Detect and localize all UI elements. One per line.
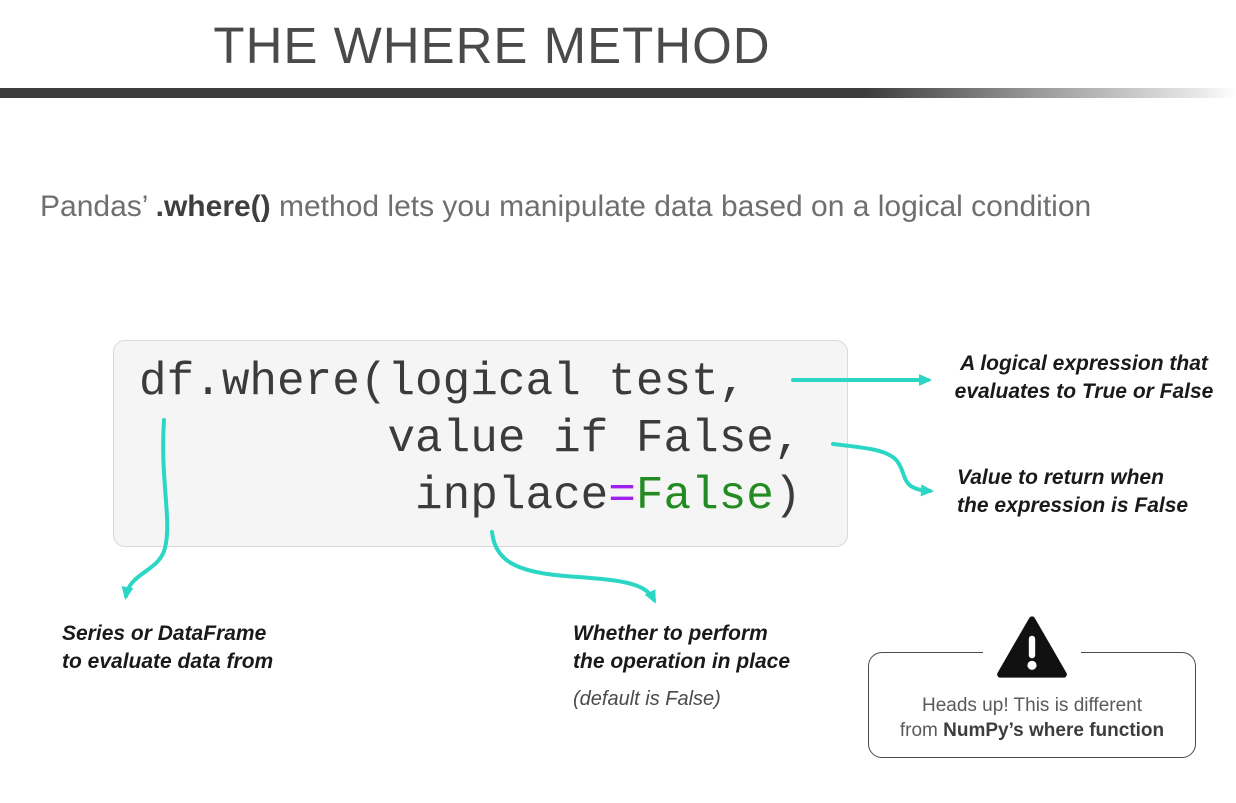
annotation-line: the operation in place [573, 650, 791, 673]
annotation-line: Value to return when [957, 466, 1164, 489]
annotation-default-note: (default is False) [573, 688, 721, 710]
warning-line-2-prefix: from [899, 720, 944, 741]
code-equals-operator: = [608, 470, 636, 522]
code-close-paren: ) [773, 470, 802, 522]
code-line-2: value if False, [139, 411, 847, 468]
warning-callout-box: Heads up! This is different from NumPy’s… [868, 616, 1196, 758]
annotation-line: the expression is False [957, 494, 1189, 517]
code-line-3: inplace=False) [139, 468, 847, 525]
code-indent [139, 413, 387, 465]
warning-line-2-bold: NumPy’s where function [943, 720, 1165, 741]
annotation-line: evaluates to True or False [954, 380, 1214, 403]
page-title: THE WHERE METHOD [213, 17, 771, 74]
annotation-line: Whether to perform [573, 622, 768, 645]
title-underline-bar [0, 88, 1236, 98]
code-snippet-box: df.where(logical test, value if False, i… [113, 340, 848, 547]
annotation-line: Series or DataFrame [62, 622, 267, 645]
annotation-logical-expression: A logical expression that evaluates to T… [946, 350, 1222, 406]
code-indent [139, 470, 415, 522]
code-arg-value: value if False, [387, 413, 802, 465]
warning-line-1: Heads up! This is different [921, 695, 1143, 716]
annotation-line: to evaluate data from [62, 650, 274, 673]
annotation-return-value: Value to return when the expression is F… [957, 464, 1207, 520]
subtitle-method-name: .where() [155, 190, 271, 223]
annotation-series-dataframe: Series or DataFrame to evaluate data fro… [62, 620, 312, 676]
annotation-inplace: Whether to perform the operation in plac… [573, 620, 843, 713]
subtitle: Pandas’ .where() method lets you manipul… [40, 190, 1200, 224]
code-false-keyword: False [635, 470, 774, 522]
code-call: df.where(logical test, [139, 356, 747, 408]
subtitle-suffix: method lets you manipulate data based on… [270, 190, 1092, 223]
subtitle-prefix: Pandas’ [40, 190, 156, 223]
code-line-1: df.where(logical test, [139, 354, 847, 411]
code-arg-inplace: inplace [415, 470, 609, 522]
annotation-line: A logical expression that [960, 352, 1208, 375]
warning-triangle-icon [983, 616, 1081, 678]
warning-text: Heads up! This is different from NumPy’s… [869, 693, 1195, 743]
